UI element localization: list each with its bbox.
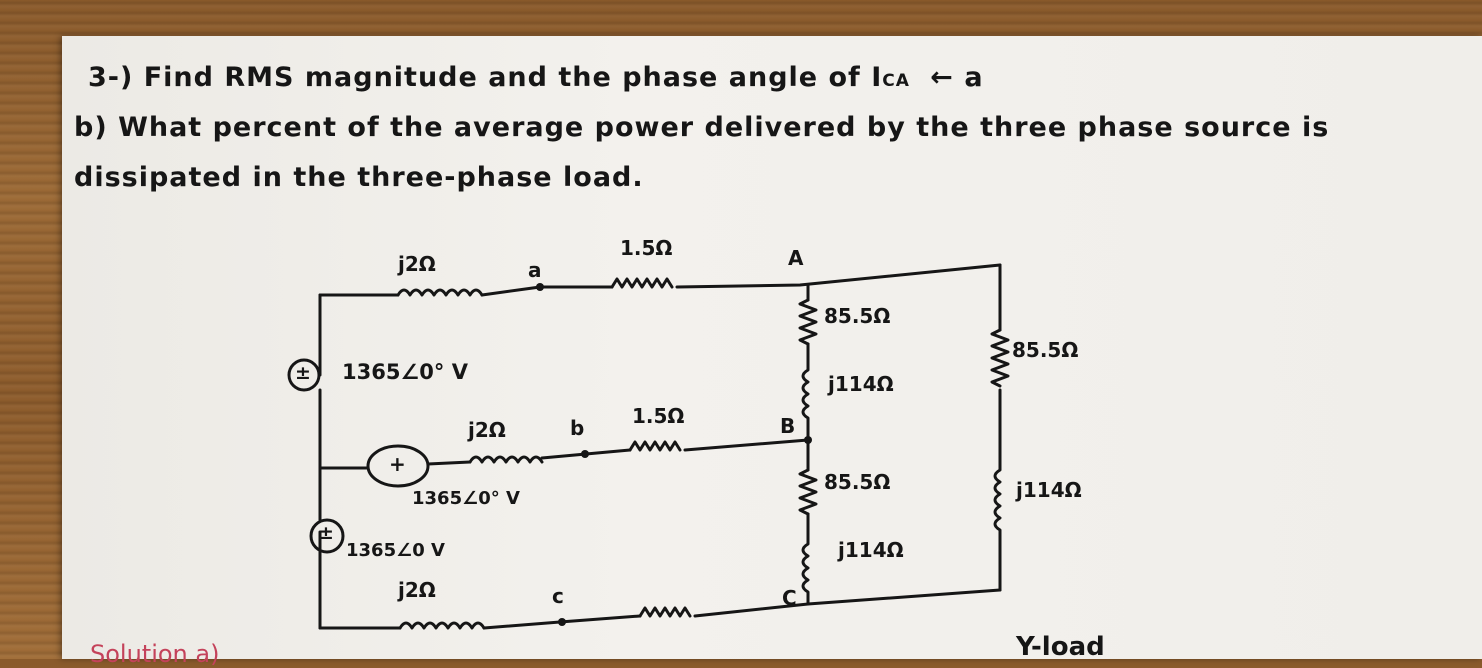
- node-B-dot: [804, 436, 812, 444]
- source-c-voltage: 1365∠0 V: [346, 540, 445, 561]
- load-BC-inductor: [801, 512, 810, 606]
- question-line-1: 3-) Find RMS magnitude and the phase ang…: [88, 62, 984, 93]
- load-CA-reactance-label: j114Ω: [1016, 478, 1082, 502]
- line-b-wire-3: [683, 438, 810, 452]
- yload-label: Y-load: [1016, 632, 1105, 662]
- line-a-resistor: [610, 277, 674, 289]
- load-AB-inductor: [801, 342, 810, 472]
- line-a-resistance-label: 1.5Ω: [620, 236, 673, 260]
- node-a-dot: [536, 283, 544, 291]
- node-c-dot: [558, 618, 566, 626]
- question-line-1-text: 3-) Find RMS magnitude and the phase ang…: [88, 62, 883, 93]
- node-b-label: b: [570, 416, 585, 440]
- line-c-inductor: [398, 621, 486, 630]
- line-b-wire: [426, 460, 472, 466]
- paper-sheet: [62, 36, 1482, 659]
- line-a-wire-3: [675, 263, 1002, 289]
- source-c-circle: [309, 518, 345, 554]
- question-line-1-subscript: CA: [882, 71, 910, 91]
- load-AB-resistor: [798, 298, 818, 346]
- node-A-label: A: [788, 246, 804, 270]
- load-BC-reactance-label: j114Ω: [838, 538, 904, 562]
- load-BC-resistor: [798, 468, 818, 516]
- line-b-resistor: [628, 440, 682, 452]
- node-a-label: a: [528, 258, 542, 282]
- load-CA-resistance-label: 85.5Ω: [1012, 338, 1079, 362]
- load-AB-reactance-label: j114Ω: [828, 372, 894, 396]
- node-C-label: C: [782, 586, 797, 610]
- source-a-voltage: 1365∠0° V: [342, 360, 468, 384]
- node-b-dot: [581, 450, 589, 458]
- source-a-sign: ±: [295, 362, 311, 384]
- line-b-reactance-label: j2Ω: [468, 418, 506, 442]
- line-c-resistor: [638, 606, 692, 618]
- source-a-circle: [287, 358, 321, 392]
- source-b-circle: [366, 444, 430, 488]
- load-AB-resistance-label: 85.5Ω: [824, 304, 891, 328]
- line-b-inductor: [468, 455, 544, 464]
- line-a-wire-2: [480, 285, 614, 297]
- source-c-sign: ±: [318, 522, 334, 544]
- node-c-label: c: [552, 584, 564, 608]
- load-CA-resistor: [990, 328, 1010, 388]
- load-CA-inductor: [993, 388, 1002, 592]
- node-B-label: B: [780, 414, 796, 438]
- question-line-1-suffix: ← a: [930, 62, 984, 93]
- question-line-2: b) What percent of the average power del…: [74, 112, 1330, 143]
- line-b-resistance-label: 1.5Ω: [632, 404, 685, 428]
- line-a-inductor: [396, 288, 484, 297]
- source-b-sign: +: [389, 452, 406, 476]
- line-c-wire-3: [693, 588, 1002, 618]
- load-BC-resistance-label: 85.5Ω: [824, 470, 891, 494]
- line-c-reactance-label: j2Ω: [398, 578, 436, 602]
- line-a-reactance-label: j2Ω: [398, 252, 436, 276]
- solution-label: Solution a): [90, 640, 220, 668]
- question-line-3: dissipated in the three-phase load.: [74, 162, 644, 193]
- source-b-voltage: 1365∠0° V: [412, 488, 520, 509]
